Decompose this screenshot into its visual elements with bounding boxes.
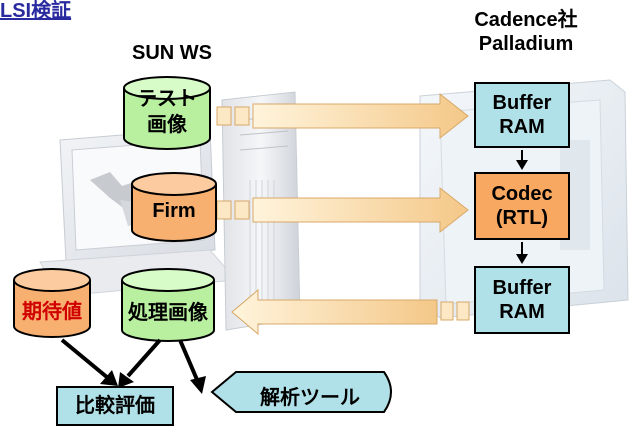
buffer-top-line1: Buffer [492, 92, 552, 114]
buffer-ram-bottom-box: Buffer RAM [474, 266, 570, 334]
processed-label: 処理画像 [128, 302, 208, 324]
cylinder-processed [121, 268, 215, 342]
firm-label: Firm [152, 200, 196, 222]
codec-box: Codec (RTL) [474, 172, 570, 240]
palladium-label: Cadence社 Palladium [462, 8, 590, 56]
arrow-firm-to-codec [216, 186, 469, 234]
sun-ws-label: SUN WS [132, 42, 212, 64]
buffer-top-line2: RAM [499, 116, 545, 138]
test-image-label: テスト 画像 [124, 86, 210, 138]
palladium-label-line2: Palladium [478, 33, 574, 55]
arrow-test-to-buffer [216, 92, 469, 140]
test-image-label-line1: テスト [137, 88, 197, 110]
analysis-tool-shape [210, 371, 392, 413]
cylinder-expected [13, 268, 91, 338]
expected-label: 期待値 [22, 301, 82, 323]
buffer-bottom-line2: RAM [499, 301, 545, 323]
arrow-codec-to-buffer [516, 242, 528, 264]
arrow-buffer-to-processed [231, 288, 470, 336]
buffer-bottom-line1: Buffer [492, 277, 552, 299]
compare-box: 比較評価 [56, 386, 174, 426]
codec-line1: Codec [491, 183, 553, 205]
arrow-processed-to-compare [118, 338, 162, 388]
arrow-expected-to-compare [60, 338, 118, 386]
buffer-ram-top-box: Buffer RAM [474, 82, 570, 148]
cylinder-firm [131, 172, 217, 242]
arrow-buffer-to-codec [516, 150, 528, 170]
codec-line2: (RTL) [495, 207, 549, 229]
arrow-processed-to-tool [178, 339, 206, 394]
test-image-label-line2: 画像 [147, 114, 187, 136]
palladium-label-line1: Cadence社 [474, 9, 578, 31]
page-title: LSI検証 [0, 0, 72, 22]
analysis-tool-label: 解析ツール [260, 387, 360, 409]
cylinder-test-image [123, 76, 211, 150]
